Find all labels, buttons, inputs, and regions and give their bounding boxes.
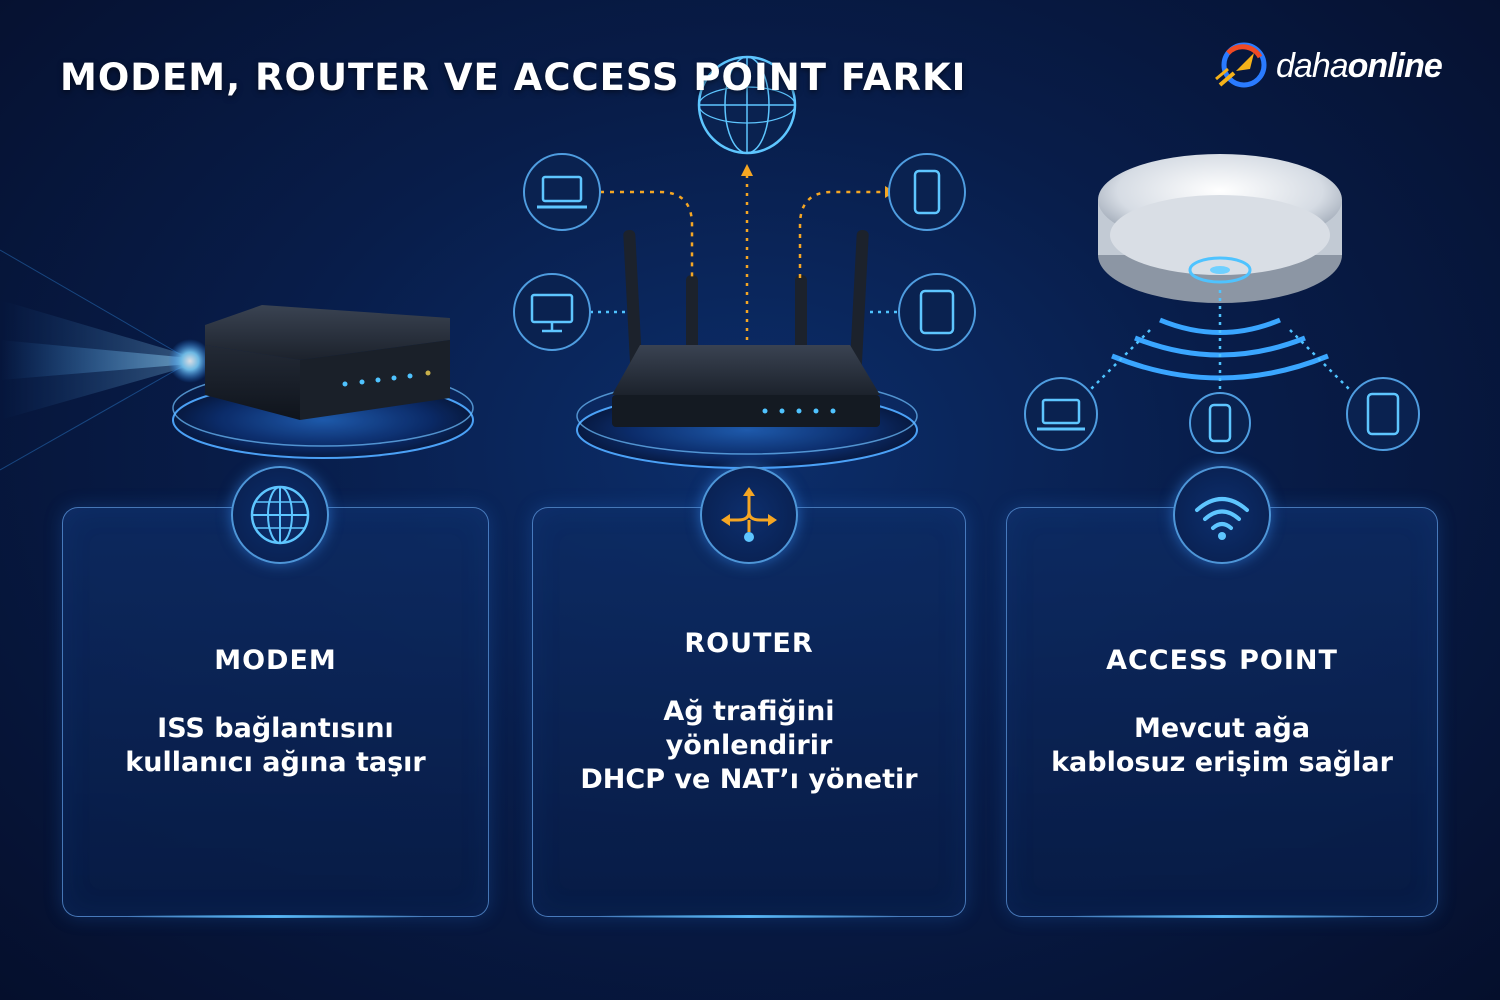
card-description-line: kullanıcı ağına taşır xyxy=(125,746,426,778)
card-title: ROUTER xyxy=(684,627,814,659)
ap-tablet-device-icon xyxy=(1346,377,1420,451)
card-description-line: DHCP ve NAT’ı yönetir xyxy=(580,763,918,795)
modem-illustration xyxy=(172,305,474,459)
tablet-device-icon xyxy=(898,273,976,351)
access-point-badge xyxy=(1173,466,1271,564)
routing-arrows-icon xyxy=(721,487,777,542)
brand-logo: dahaonline xyxy=(1214,40,1464,92)
modem-badge xyxy=(231,466,329,564)
router-card: ROUTER Ağ trafiğini yönlendirir DHCP ve … xyxy=(532,507,966,918)
internet-globe-icon xyxy=(697,55,797,155)
card-description-line: ISS bağlantısını xyxy=(157,712,394,744)
card-description-line: yönlendirir xyxy=(665,729,833,761)
modem-card: MODEM ISS bağlantısını kullanıcı ağına t… xyxy=(62,507,489,918)
rocket-logo-icon xyxy=(1215,42,1267,88)
card-title: ACCESS POINT xyxy=(1106,644,1338,676)
desktop-device-icon xyxy=(513,273,591,351)
phone-device-icon xyxy=(888,153,966,231)
globe-icon xyxy=(250,485,310,545)
ap-laptop-device-icon xyxy=(1024,377,1098,451)
router-illustration xyxy=(576,164,918,469)
logo-light-text: daha xyxy=(1276,46,1349,85)
card-title: MODEM xyxy=(214,644,337,676)
laptop-device-icon xyxy=(523,153,601,231)
wifi-icon xyxy=(1195,497,1249,540)
card-description-line: Mevcut ağa xyxy=(1133,712,1311,744)
light-streaks xyxy=(0,249,212,471)
router-badge xyxy=(700,466,798,564)
card-description-line: Ağ trafiğini xyxy=(663,695,835,727)
access-point-card: ACCESS POINT Mevcut ağa kablosuz erişim … xyxy=(1006,507,1438,918)
logo-bold-text: online xyxy=(1347,46,1443,85)
card-description-line: kablosuz erişim sağlar xyxy=(1051,746,1393,778)
logo-wordmark: dahaonline xyxy=(1276,46,1443,86)
page-title: MODEM, ROUTER VE ACCESS POINT FARKI xyxy=(60,56,967,99)
ap-phone-device-icon xyxy=(1189,392,1251,454)
access-point-illustration xyxy=(1089,154,1351,395)
